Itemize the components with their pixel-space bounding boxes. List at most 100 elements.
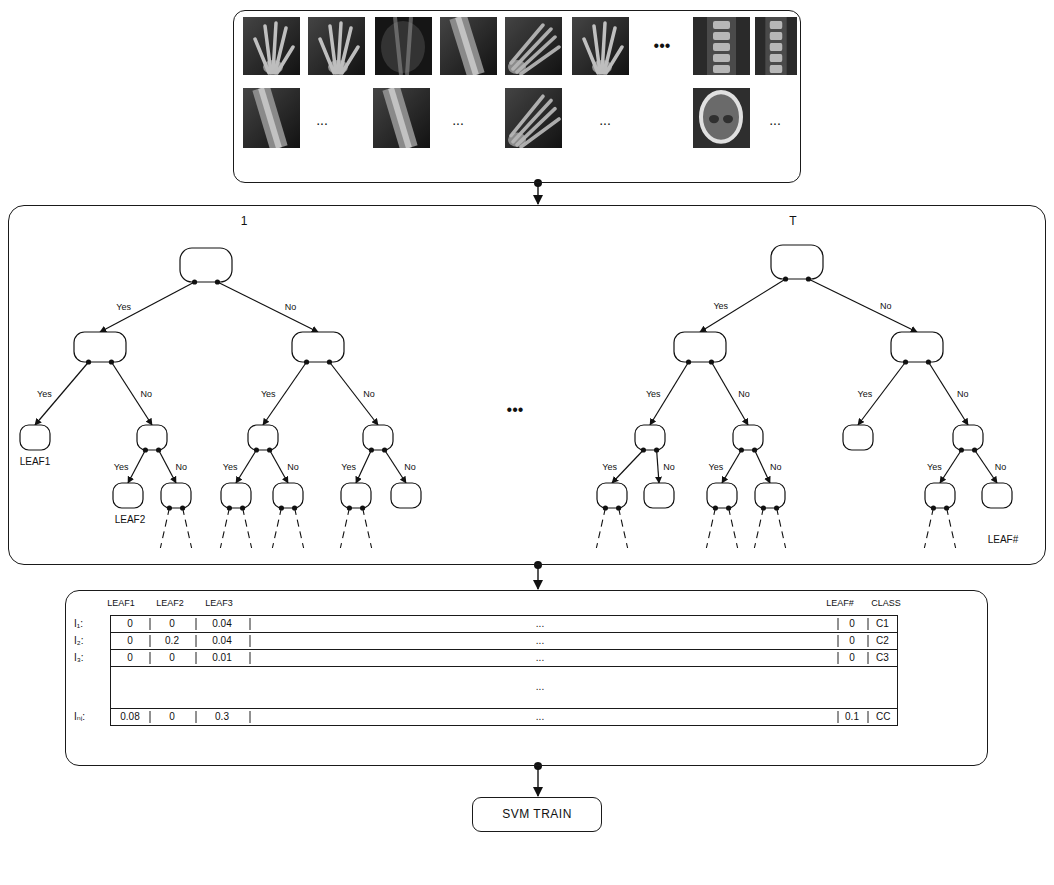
tree-label: T [789,215,796,227]
ellipsis-mark: ••• [654,38,671,54]
branch-dot [240,505,245,510]
table-cell: C2 [876,636,889,646]
branch-label: No [956,389,970,398]
continuation-dash [777,508,786,548]
ellipsis-mark: ... [452,113,464,127]
continuation-dash [243,508,252,548]
xray-thumbnail [373,88,430,148]
box-label: SVM TRAIN [502,808,572,820]
cell-separator [150,618,868,630]
table-row: ... [110,666,898,709]
column-header: LEAF2 [156,599,184,608]
tree-node [221,483,251,508]
branch-label: No [662,462,676,471]
xray-thumbnail [243,88,300,148]
continuation-dash [183,508,192,548]
tree-node [644,483,674,508]
tree-node [363,425,393,450]
flow-arrow [537,766,538,796]
branch-dot [304,359,309,364]
xray-thumbnail [375,17,432,75]
table-cell: C1 [876,619,889,629]
branch-label: No [879,301,893,310]
continuation-dash [947,508,956,548]
branch-dot [944,505,949,510]
tree-branch [329,362,378,425]
process-box: SVM TRAIN [472,797,602,832]
ellipsis-mark: ... [316,113,328,127]
continuation-dash [619,508,628,548]
tree-branch [159,450,176,483]
tree-node [391,483,421,508]
branch-dot [783,276,788,281]
row-label: I₃: [74,653,84,663]
branch-dot [267,447,272,452]
leaf-label: LEAF1 [19,457,52,467]
branch-dot [347,505,352,510]
branch-label: No [284,303,298,312]
branch-label: No [994,462,1008,471]
branch-label: No [403,462,417,471]
tree-node [733,425,763,450]
continuation-dash [272,508,281,548]
table-row: Iₙᵢ:0.0800.3...0.1CC [110,708,898,726]
cell-separator [150,711,868,723]
tree-branch [657,450,659,483]
tree-label: 1 [241,215,248,227]
decision-tree [20,248,421,548]
branch-dot [167,505,172,510]
tree-node [137,425,167,450]
ellipsis-mark: ... [599,113,611,127]
tree-label: ••• [507,402,524,418]
tree-branch [236,450,256,483]
table-cell: 0.04 [212,619,231,629]
branch-dot [254,447,259,452]
branch-dot [143,447,148,452]
flow-connector [534,561,542,589]
tree-node [597,483,627,508]
table-cell: ... [536,712,544,722]
branch-dot [180,505,185,510]
branch-label: No [737,389,751,398]
table-cell: 0 [127,619,133,629]
tree-branch [755,450,770,483]
branch-label: Yes [36,389,53,398]
table-cell: 0 [169,653,175,663]
table-cell: ... [536,653,544,663]
tree-branch [217,282,318,332]
branch-label: Yes [222,462,239,471]
forest-panel: 1 T ••• [8,205,1046,565]
flow-connector [534,762,542,796]
xray-thumbnail [693,17,750,75]
branch-dot [327,359,332,364]
connector-dot [534,762,542,770]
branch-dot [603,505,608,510]
table-cell: 0.04 [212,636,231,646]
xray-thumbnail [505,88,562,148]
tree-branch [940,450,961,483]
branch-dot [227,505,232,510]
xray-thumbnail [440,17,497,75]
tree-node [180,248,232,282]
column-header: LEAF1 [107,599,135,608]
xray-thumbnail [505,17,562,75]
tree-node [341,483,371,508]
tree-node [74,332,126,362]
branch-label: Yes [601,462,618,471]
xray-thumbnail [308,17,365,75]
table-row: I₃:000.01...0C3 [110,649,898,667]
branch-label: No [362,389,376,398]
branch-dot [926,359,931,364]
table-cell: 0.3 [215,712,229,722]
branch-dot [752,447,757,452]
branch-dot [972,447,977,452]
xray-thumbnail [755,17,797,75]
branch-dot [931,505,936,510]
tree-node [292,332,344,362]
image-panel: •••............ [233,10,801,183]
continuation-dash [729,508,738,548]
xray-thumbnail [572,17,629,75]
tree-node [707,483,737,508]
table-row: I₁:000.04...0C1 [110,615,898,633]
tree-node [20,425,50,450]
